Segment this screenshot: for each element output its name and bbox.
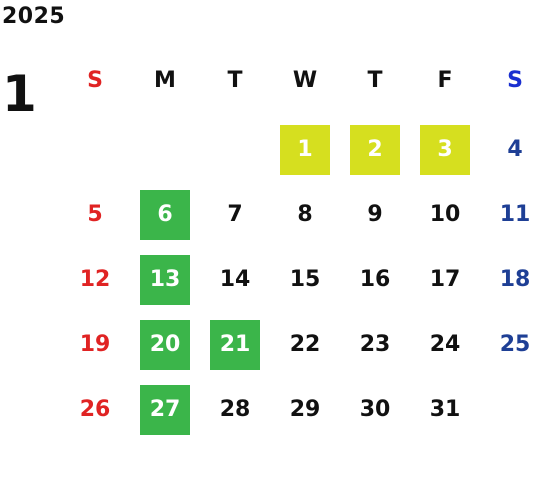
day-cell-29[interactable]: 29 (289, 397, 321, 422)
weekday-header-saturday: S (507, 68, 523, 93)
weekday-header-tuesday: T (227, 68, 243, 93)
day-cell-7[interactable]: 7 (227, 202, 243, 227)
day-cell-23[interactable]: 23 (359, 332, 391, 357)
day-cell-12[interactable]: 12 (79, 267, 111, 292)
day-cell-13[interactable]: 13 (140, 255, 190, 305)
day-cell-14[interactable]: 14 (219, 267, 251, 292)
day-cell-25[interactable]: 25 (499, 332, 531, 357)
day-cell-11[interactable]: 11 (499, 202, 531, 227)
weekday-header-sunday: S (87, 68, 103, 93)
weekday-header-monday: M (154, 68, 176, 93)
day-cell-6[interactable]: 6 (140, 190, 190, 240)
day-cell-9[interactable]: 9 (367, 202, 383, 227)
weekday-header-friday: F (437, 68, 453, 93)
day-cell-3[interactable]: 3 (420, 125, 470, 175)
weekday-header-wednesday: W (292, 68, 318, 93)
weekday-header-thursday: T (367, 68, 383, 93)
day-cell-21[interactable]: 21 (210, 320, 260, 370)
day-cell-20[interactable]: 20 (140, 320, 190, 370)
day-cell-19[interactable]: 19 (79, 332, 111, 357)
day-cell-28[interactable]: 28 (219, 397, 251, 422)
day-cell-2[interactable]: 2 (350, 125, 400, 175)
day-cell-4[interactable]: 4 (507, 137, 523, 162)
day-cell-1[interactable]: 1 (280, 125, 330, 175)
day-cell-26[interactable]: 26 (79, 397, 111, 422)
day-cell-15[interactable]: 15 (289, 267, 321, 292)
day-cell-31[interactable]: 31 (429, 397, 461, 422)
day-cell-18[interactable]: 18 (499, 267, 531, 292)
weekday-header-row: S M T W T F S (70, 66, 546, 96)
day-cell-10[interactable]: 10 (429, 202, 461, 227)
day-cell-5[interactable]: 5 (87, 202, 103, 227)
month-number: 1 (2, 65, 37, 123)
day-cell-17[interactable]: 17 (429, 267, 461, 292)
year-label: 2025 (2, 4, 66, 29)
day-cell-22[interactable]: 22 (289, 332, 321, 357)
day-cell-27[interactable]: 27 (140, 385, 190, 435)
day-cell-16[interactable]: 16 (359, 267, 391, 292)
day-cell-30[interactable]: 30 (359, 397, 391, 422)
day-cell-24[interactable]: 24 (429, 332, 461, 357)
day-cell-8[interactable]: 8 (297, 202, 313, 227)
